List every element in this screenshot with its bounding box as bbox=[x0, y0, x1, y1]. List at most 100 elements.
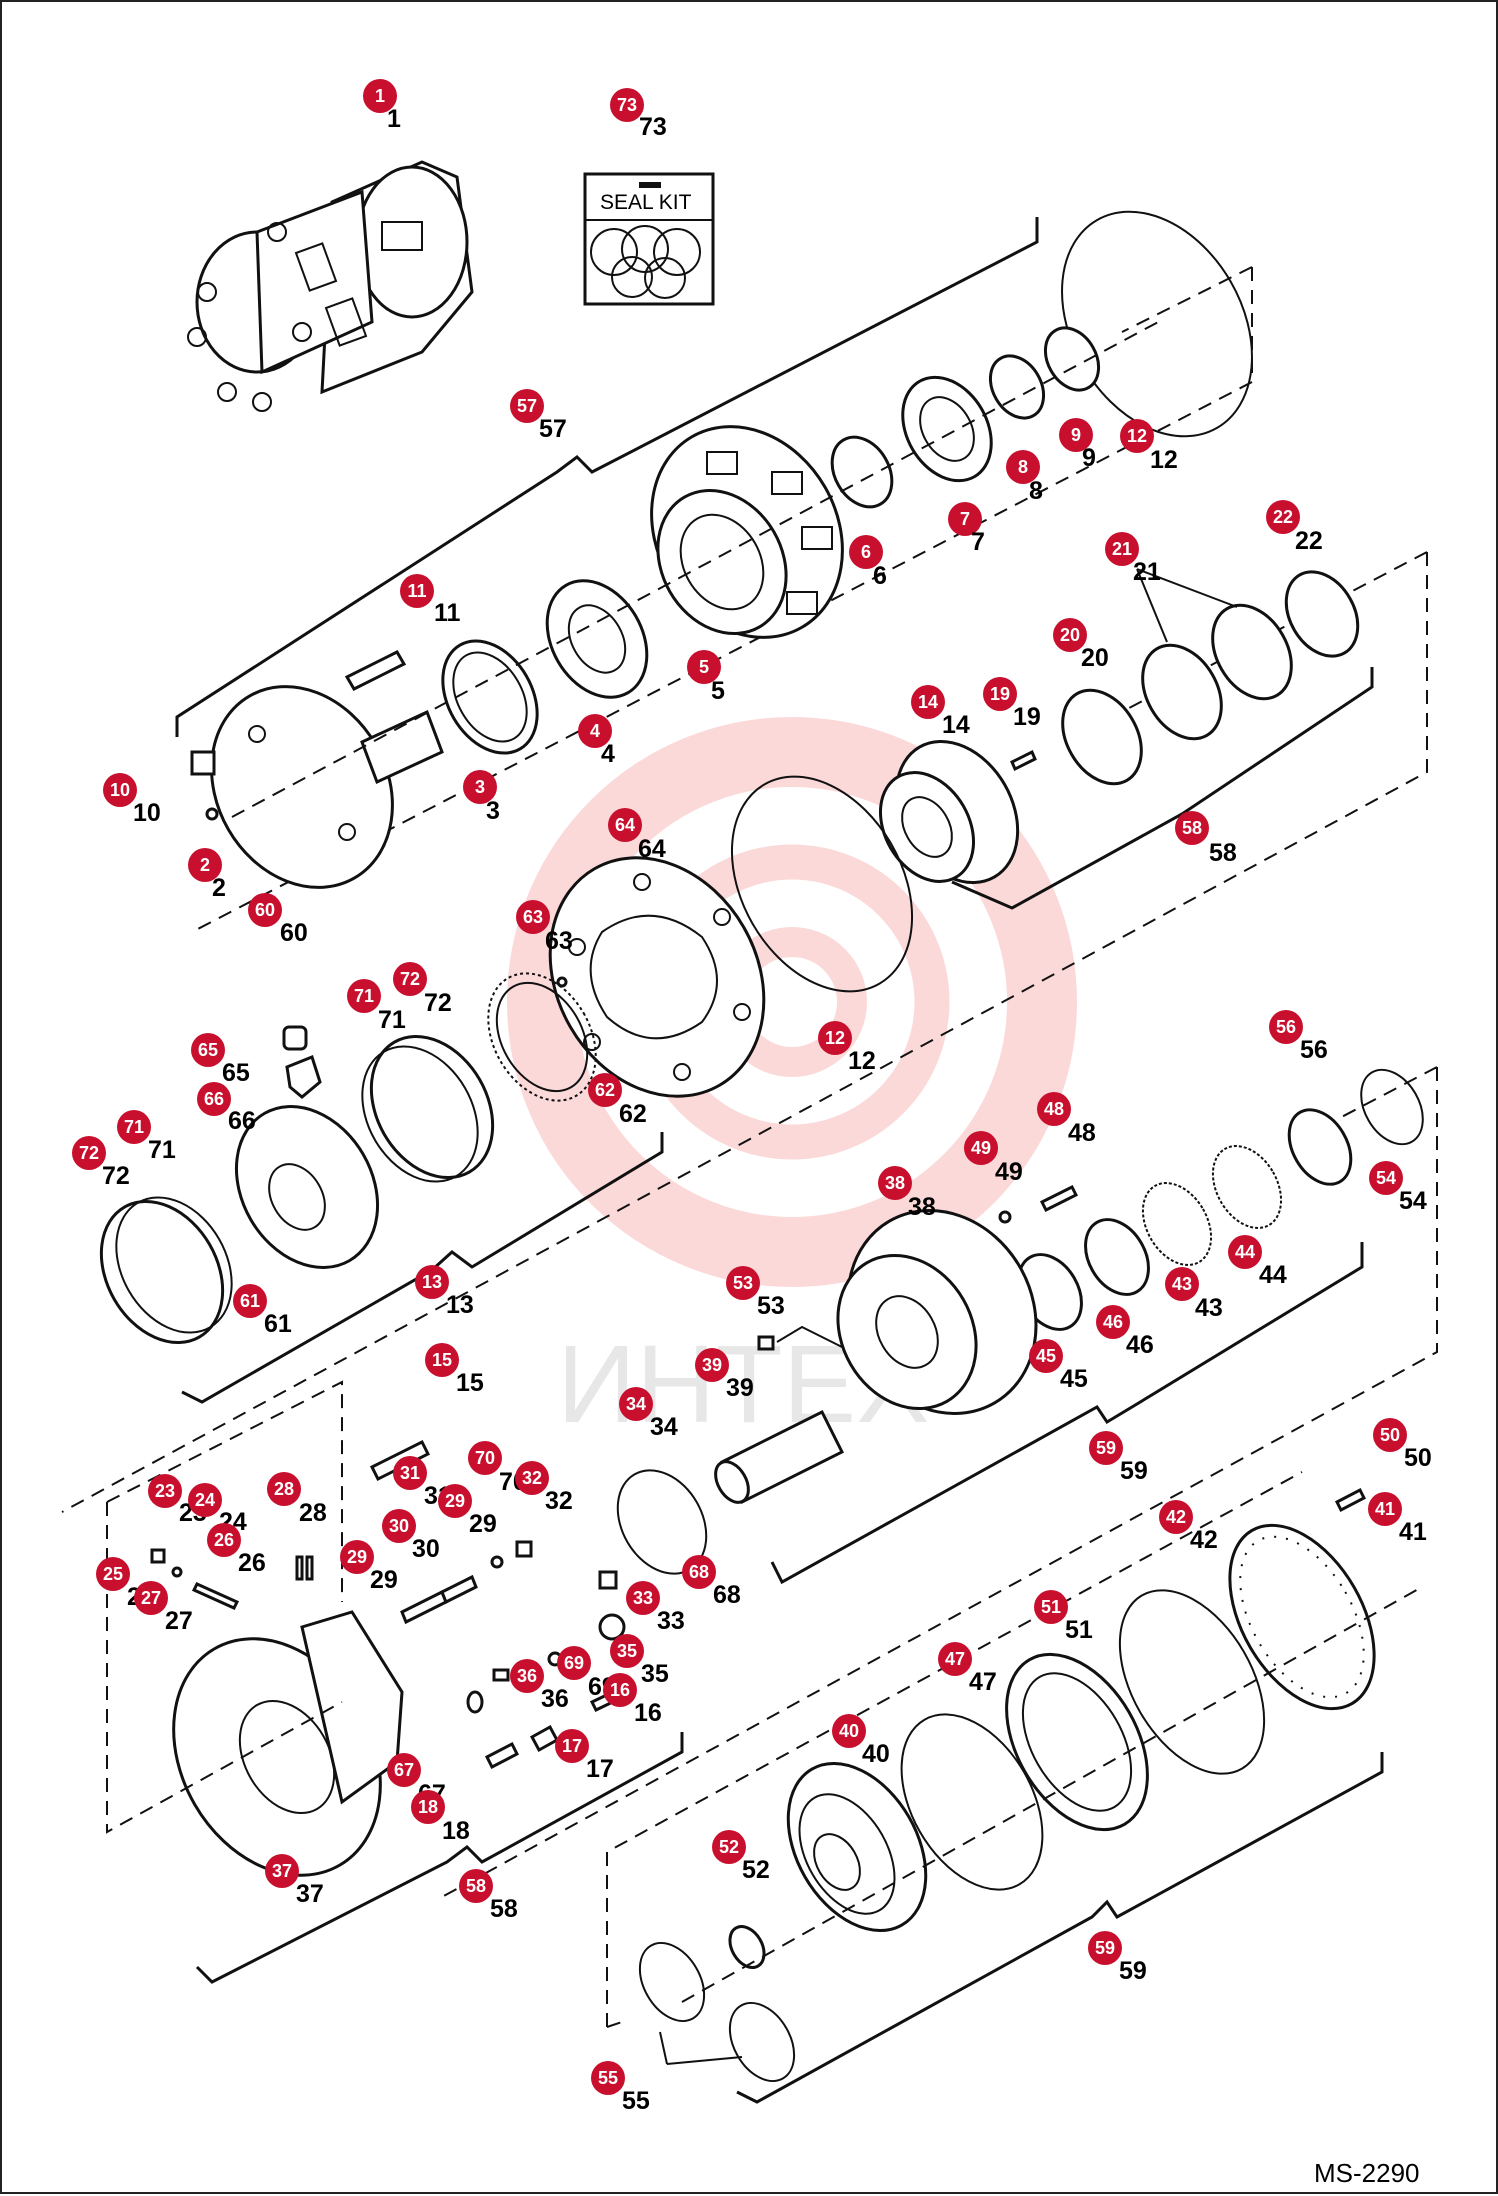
bolt-50 bbox=[1334, 1487, 1367, 1513]
callout-badge bbox=[148, 1474, 182, 1508]
callout-label-number: 8 bbox=[1029, 477, 1043, 505]
callout-badge bbox=[382, 1509, 416, 1543]
ring-22 bbox=[1284, 570, 1360, 658]
callout-label-number: 54 bbox=[1399, 1187, 1427, 1215]
seal-kit-label: SEAL KIT bbox=[600, 191, 692, 214]
bracket-59-mid bbox=[770, 1242, 1364, 1585]
bracket-58-lower bbox=[195, 1732, 684, 1984]
callout-label-number: 68 bbox=[713, 1581, 741, 1609]
callout-badge bbox=[438, 1484, 472, 1518]
callout-label-number: 48 bbox=[1068, 1119, 1096, 1147]
callout-badge bbox=[964, 1131, 998, 1165]
ring-71-upper bbox=[361, 1045, 479, 1183]
callout-label-number: 28 bbox=[299, 1499, 327, 1527]
ring-54 bbox=[1360, 1068, 1424, 1146]
callout-label-number: 32 bbox=[545, 1487, 573, 1515]
callout-part-7: 77 bbox=[948, 502, 985, 556]
callout-label-number: 72 bbox=[102, 1162, 130, 1190]
callout-badge bbox=[818, 1021, 852, 1055]
callout-badge-number: 53 bbox=[733, 1273, 753, 1293]
plug-65 bbox=[282, 1025, 308, 1051]
callout-badge bbox=[1053, 618, 1087, 652]
callout-badge bbox=[207, 1523, 241, 1557]
callout-badge-number: 54 bbox=[1376, 1168, 1396, 1188]
callout-part-4: 44 bbox=[578, 714, 615, 768]
callout-badge-number: 6 bbox=[861, 542, 871, 562]
callout-badge-number: 50 bbox=[1380, 1425, 1400, 1445]
ring-21a bbox=[1211, 603, 1293, 701]
callout-badge-number: 55 bbox=[598, 2068, 618, 2088]
callout-badge bbox=[393, 962, 427, 996]
bolt-48 bbox=[1039, 1184, 1079, 1213]
callout-label-number: 64 bbox=[638, 835, 666, 863]
callout-badge-number: 3 bbox=[475, 777, 485, 797]
callout-label-number: 58 bbox=[1209, 839, 1237, 867]
callout-label-number: 60 bbox=[280, 919, 308, 947]
callout-label-number: 38 bbox=[908, 1193, 936, 1221]
callout-badge bbox=[197, 1082, 231, 1116]
callout-badge bbox=[387, 1753, 421, 1787]
callout-label-number: 11 bbox=[434, 599, 461, 627]
center-line-lower bbox=[681, 1586, 1423, 2003]
callout-badge bbox=[849, 535, 883, 569]
callout-badge-number: 61 bbox=[240, 1291, 260, 1311]
assembled-drive-motor bbox=[187, 160, 474, 412]
callout-badge bbox=[363, 79, 397, 113]
callout-badge bbox=[1373, 1418, 1407, 1452]
seal-47 bbox=[900, 1713, 1044, 1891]
callout-badge-number: 18 bbox=[418, 1797, 438, 1817]
callout-badge-number: 14 bbox=[918, 692, 938, 712]
callout-badge-number: 28 bbox=[274, 1479, 294, 1499]
dashed-outline-lower-left bbox=[106, 1380, 343, 1834]
callout-badge bbox=[626, 1581, 660, 1615]
callout-label-number: 52 bbox=[742, 1856, 770, 1884]
callout-label-number: 41 bbox=[1399, 1518, 1427, 1546]
callout-label-number: 56 bbox=[1300, 1036, 1328, 1064]
callout-badge-number: 12 bbox=[1127, 426, 1147, 446]
callout-badge-number: 24 bbox=[195, 1490, 215, 1510]
center-line-top bbox=[231, 319, 1163, 818]
callout-label-number: 53 bbox=[757, 1292, 785, 1320]
callout-badge-number: 26 bbox=[214, 1530, 234, 1550]
callout-badge bbox=[510, 389, 544, 423]
callout-label-number: 39 bbox=[726, 1374, 754, 1402]
callout-badge-number: 21 bbox=[1112, 539, 1132, 559]
callout-badge bbox=[468, 1441, 502, 1475]
callout-badge bbox=[1059, 418, 1093, 452]
callout-badge bbox=[1034, 1590, 1068, 1624]
callout-label-number: 18 bbox=[442, 1817, 470, 1845]
ring-72-upper bbox=[369, 1034, 495, 1180]
callout-badge bbox=[347, 979, 381, 1013]
callout-badge bbox=[1368, 1492, 1402, 1526]
bearing-4 bbox=[545, 579, 649, 699]
callout-badge bbox=[516, 900, 550, 934]
ring-56 bbox=[1287, 1108, 1353, 1186]
callout-part-1: 11 bbox=[363, 79, 401, 133]
plate-44 bbox=[1211, 1145, 1283, 1229]
callout-badge bbox=[415, 1265, 449, 1299]
callout-badge-number: 71 bbox=[354, 986, 374, 1006]
callout-badge-number: 5 bbox=[699, 657, 709, 677]
callout-label-number: 35 bbox=[641, 1660, 669, 1688]
callout-badge-number: 43 bbox=[1172, 1274, 1192, 1294]
plate-46 bbox=[1084, 1218, 1150, 1296]
cover-41-holes bbox=[1239, 1535, 1365, 1699]
callout-badge bbox=[557, 1646, 591, 1680]
callout-badge-number: 48 bbox=[1044, 1099, 1064, 1119]
